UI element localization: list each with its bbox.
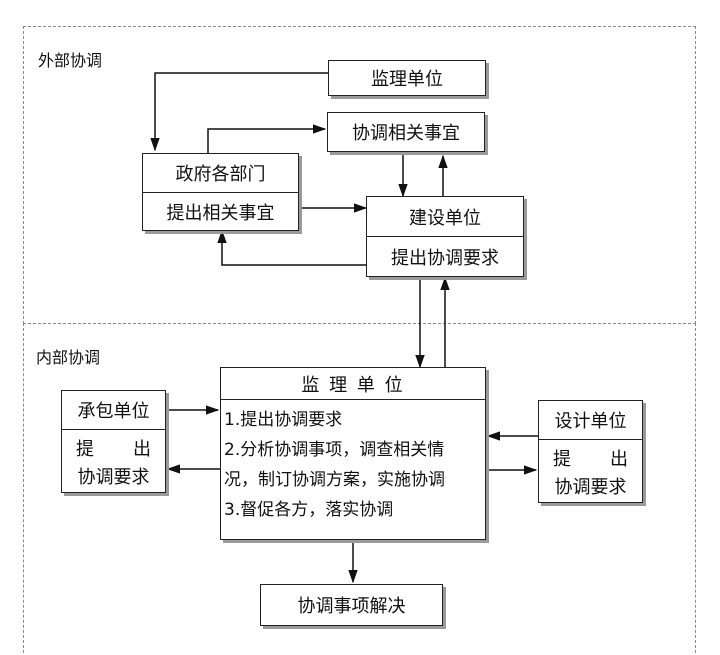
supervisor-unit-label: 监理单位: [371, 69, 443, 90]
supervisor-step-3: 3.督促各方，落实协调: [224, 499, 394, 520]
government-departments-box: 政府各部门 提出相关事宜: [142, 153, 299, 231]
coordination-resolved-box: 协调事项解决: [260, 584, 443, 626]
arrow-construction-to-government: [217, 229, 366, 266]
contractor-action-char-2: 出: [133, 438, 151, 460]
contractor-unit-title: 承包单位: [77, 401, 150, 422]
supervisor-step-1: 1.提出协调要求: [224, 409, 343, 430]
coordination-matters-box: 协调相关事宜: [327, 112, 485, 152]
supervisor-main-title: 监 理 单 位: [301, 374, 405, 396]
arrow-government-to-matters: [207, 124, 327, 153]
coordination-resolved-label: 协调事项解决: [297, 596, 406, 617]
designer-unit-title: 设计单位: [554, 411, 627, 432]
external-coordination-label: 外部协调: [38, 51, 103, 70]
designer-action-char-2: 出: [610, 448, 628, 470]
internal-coordination-label: 内部协调: [36, 348, 101, 367]
contractor-unit-action: 提 出 协调要求: [62, 429, 165, 493]
contractor-unit-box: 承包单位 提 出 协调要求: [61, 390, 166, 493]
government-departments-action: 提出相关事宜: [143, 192, 298, 230]
supervisor-step-2a: 2.分析协调事项，调查相关情: [224, 439, 445, 460]
construction-unit-title: 建设单位: [409, 207, 481, 229]
contractor-action-char-1: 提: [76, 438, 94, 460]
designer-unit-action: 提 出 协调要求: [539, 439, 642, 503]
supervisor-main-box: 监 理 单 位 1.提出协调要求 2.分析协调事项，调查相关情 况，制订协调方案…: [220, 367, 486, 540]
construction-unit-box: 建设单位 提出协调要求: [366, 196, 524, 277]
supervisor-unit-box: 监理单位: [328, 60, 486, 96]
designer-unit-box: 设计单位 提 出 协调要求: [538, 400, 643, 503]
internal-coordination-zone: [23, 323, 696, 653]
supervisor-main-steps: 1.提出协调要求 2.分析协调事项，调查相关情 况，制订协调方案，实施协调 3.…: [221, 399, 485, 522]
contractor-action-text: 协调要求: [77, 466, 150, 488]
coordination-matters-label: 协调相关事宜: [352, 123, 460, 144]
construction-unit-action: 提出协调要求: [367, 236, 523, 276]
designer-action-char-1: 提: [553, 448, 571, 470]
government-departments-title: 政府各部门: [175, 164, 266, 185]
supervisor-step-2b: 况，制订协调方案，实施协调: [224, 469, 445, 490]
arrow-supervisor-to-government: [150, 72, 328, 152]
designer-action-text: 协调要求: [554, 476, 627, 498]
